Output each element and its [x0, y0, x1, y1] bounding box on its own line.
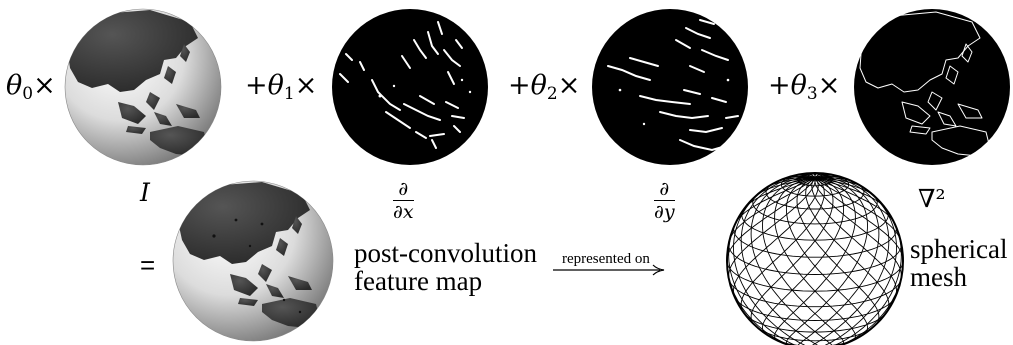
mesh-edge — [728, 280, 902, 308]
mesh-edge — [728, 243, 902, 275]
mesh-edge — [814, 172, 888, 342]
mesh-edge — [796, 177, 880, 326]
arrow-label: represented on — [562, 251, 650, 267]
represented-on-arrow — [553, 264, 665, 276]
mesh-caption-line1: spherical — [910, 234, 1008, 264]
mesh-edge — [752, 195, 878, 225]
coefficient-theta2: +θ2× — [508, 70, 581, 104]
input-globe — [64, 8, 222, 166]
mesh-caption-line2: mesh — [910, 262, 967, 292]
mesh-edge — [733, 226, 897, 258]
mesh-edge — [814, 175, 842, 179]
partial-x-label: ∂ ∂x — [393, 178, 414, 223]
mesh-edge — [742, 172, 816, 342]
mesh-edge — [805, 177, 890, 314]
coefficient-theta3: +θ3× — [768, 70, 841, 104]
spherical-mesh — [726, 172, 904, 345]
mesh-edge — [814, 172, 819, 179]
mesh-edge — [814, 174, 833, 179]
mesh-edge — [733, 175, 816, 345]
mesh-edge — [740, 176, 819, 345]
mesh-edge — [757, 327, 873, 342]
mesh-edge — [745, 177, 816, 208]
feature-map-caption-line2: feature map — [354, 266, 483, 296]
mesh-edge — [750, 177, 834, 326]
coefficient-theta1: +θ1× — [245, 70, 318, 104]
mesh-edge — [814, 173, 825, 179]
mesh-edge — [734, 297, 896, 321]
laplacian-label: ∇² — [918, 184, 946, 213]
mesh-edge — [785, 177, 868, 345]
mesh-edge — [740, 177, 825, 314]
mesh-edge — [814, 177, 895, 224]
mesh-edge — [814, 177, 851, 181]
feature-map-globe — [172, 180, 334, 342]
mesh-edge — [735, 177, 816, 224]
filter-map-ddx — [332, 9, 488, 165]
mesh-edge — [797, 177, 880, 345]
mesh-edge — [814, 177, 862, 187]
mesh-edge — [762, 177, 845, 345]
identity-label: I — [140, 178, 150, 207]
mesh-edge — [728, 178, 816, 279]
filter-map-laplacian — [854, 9, 1010, 165]
equals-sign: = — [140, 250, 156, 280]
mesh-edge — [811, 177, 897, 298]
mesh-edge — [814, 177, 875, 197]
feature-map-caption-line1: post-convolution — [354, 238, 537, 268]
mesh-edge — [814, 177, 902, 242]
mesh-edge — [728, 174, 816, 345]
mesh-edge — [814, 178, 902, 279]
mesh-edge — [733, 177, 819, 298]
mesh-edge — [762, 177, 845, 336]
partial-y-label: ∂ ∂y — [654, 178, 675, 223]
mesh-edge — [750, 177, 833, 345]
coefficient-theta0: θ0× — [6, 70, 56, 104]
filter-map-ddy — [592, 9, 748, 165]
mesh-edge — [726, 173, 816, 345]
